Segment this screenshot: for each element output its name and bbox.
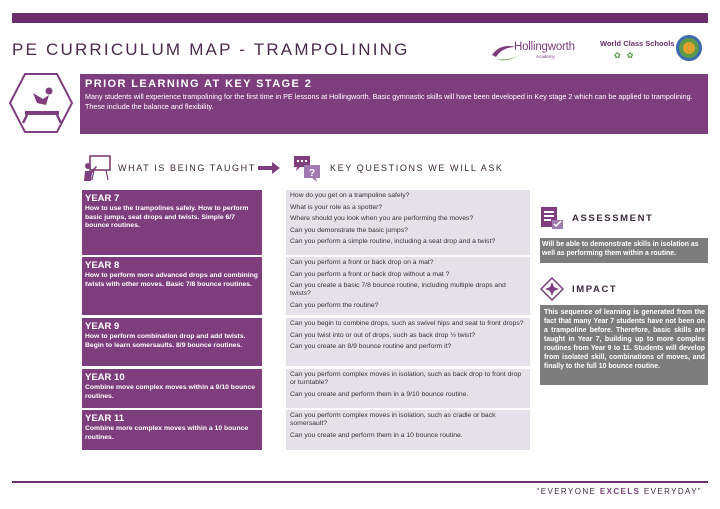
teacher-board-icon: [84, 155, 111, 181]
taught-header: WHAT IS BEING TAUGHT: [82, 154, 256, 182]
logos: Hollingworth Academy World Class Schools…: [490, 33, 710, 69]
year-description: Combine move complex moves within a 9/10…: [85, 384, 255, 400]
assessment-label: ASSESSMENT: [572, 212, 654, 224]
year-7-panel: YEAR 7 How to use the trampolines safely…: [82, 190, 262, 255]
question: Can you twist into or out of drops, such…: [290, 331, 476, 339]
question: Where should you look when you are perfo…: [290, 215, 474, 223]
year-title: YEAR 8: [85, 260, 120, 271]
year-title: YEAR 7: [85, 193, 120, 204]
footer-slogan: “EVERYONE EXCELS EVERYDAY”: [537, 487, 702, 496]
question: Can you create and perform them in a 9/1…: [290, 390, 469, 398]
page-title: PE CURRICULUM MAP - TRAMPOLINING: [12, 40, 410, 59]
year-11-panel: YEAR 11 Combine more complex moves withi…: [82, 410, 262, 450]
school-badge-icon: [676, 35, 702, 61]
year-title: YEAR 11: [85, 413, 125, 424]
impact-label: IMPACT: [572, 283, 618, 295]
question: What is your role as a spotter?: [290, 203, 383, 211]
question: Can you demonstrate the basic jumps?: [290, 226, 408, 234]
year-9-panel: YEAR 9 How to perform combination drop a…: [82, 318, 262, 366]
top-bar: [12, 13, 708, 23]
year-8-questions: Can you perform a front or back drop on …: [286, 257, 530, 315]
year-description: Combine more complex moves within a 10 b…: [85, 425, 249, 441]
arrow-right-icon: [258, 162, 280, 174]
question: Can you perform the routine?: [290, 302, 379, 310]
year-description: How to use the trampolines safely. How t…: [85, 205, 249, 230]
year-description: How to perform more advanced drops and c…: [85, 272, 258, 288]
swoosh-icon: [492, 46, 520, 61]
year-11-questions: Can you perform complex moves in isolati…: [286, 410, 530, 450]
assessment-header: ASSESSMENT: [540, 206, 653, 230]
question: Can you perform a front or back drop on …: [290, 259, 434, 266]
trampoline-icon: [9, 73, 73, 133]
year-8-panel: YEAR 8 How to perform more advanced drop…: [82, 257, 262, 315]
question: Can you begin to combine drops, such as …: [290, 320, 524, 327]
year-description: How to perform combination drop and add …: [85, 333, 246, 349]
slogan-part: “EVERYONE: [536, 487, 600, 496]
slogan-part: EVERYDAY”: [640, 487, 702, 496]
prior-learning-panel: PRIOR LEARNING AT KEY STAGE 2 Many stude…: [80, 74, 708, 134]
world-class-schools-logo: World Class Schools ✿✿: [600, 39, 675, 69]
year-10-panel: YEAR 10 Combine move complex moves withi…: [82, 369, 262, 408]
svg-text:?: ?: [309, 168, 315, 179]
hollingworth-name: Hollingworth: [514, 41, 575, 53]
question: Can you create a basic 7/8 bounce routin…: [290, 282, 506, 298]
wcs-name: World Class Schools: [600, 39, 675, 48]
question: Can you create an 8/9 bounce routine and…: [290, 343, 452, 351]
question: Can you perform a simple routine, includ…: [290, 238, 496, 246]
year-9-questions: Can you begin to combine drops, such as …: [286, 318, 530, 366]
clipboard-icon: [541, 207, 563, 229]
questions-header: ? KEY QUESTIONS WE WILL ASK: [292, 154, 504, 182]
year-title: YEAR 9: [85, 321, 120, 332]
year-title: YEAR 10: [85, 372, 125, 383]
year-7-questions: How do you get on a trampoline safely? W…: [286, 190, 530, 255]
question: Can you create and perform them in a 10 …: [290, 431, 463, 439]
question: Can you perform complex moves in isolati…: [290, 412, 496, 428]
leaf-icon: ✿✿: [614, 51, 640, 60]
slogan-highlight: EXCELS: [599, 487, 641, 496]
question: Can you perform complex moves in isolati…: [290, 371, 522, 387]
questions-label: KEY QUESTIONS WE WILL ASK: [330, 163, 504, 173]
bottom-divider: [12, 481, 708, 483]
impact-text: This sequence of learning is generated f…: [540, 305, 708, 385]
impact-header: IMPACT: [540, 277, 617, 301]
question: Can you perform a front or back drop wit…: [290, 270, 450, 278]
speech-bubble-icon: ?: [294, 156, 320, 182]
taught-label: WHAT IS BEING TAUGHT: [118, 163, 256, 173]
year-10-questions: Can you perform complex moves in isolati…: [286, 369, 530, 408]
prior-learning-text: Many students will experience trampolini…: [85, 92, 693, 111]
assessment-text: Will be able to demonstrate skills in is…: [540, 238, 708, 263]
hollingworth-sub: Academy: [536, 54, 555, 59]
impact-star-icon: [540, 277, 564, 301]
prior-learning-heading: PRIOR LEARNING AT KEY STAGE 2: [85, 78, 313, 90]
question: How do you get on a trampoline safely?: [290, 192, 410, 199]
hollingworth-logo: Hollingworth Academy: [490, 37, 596, 67]
